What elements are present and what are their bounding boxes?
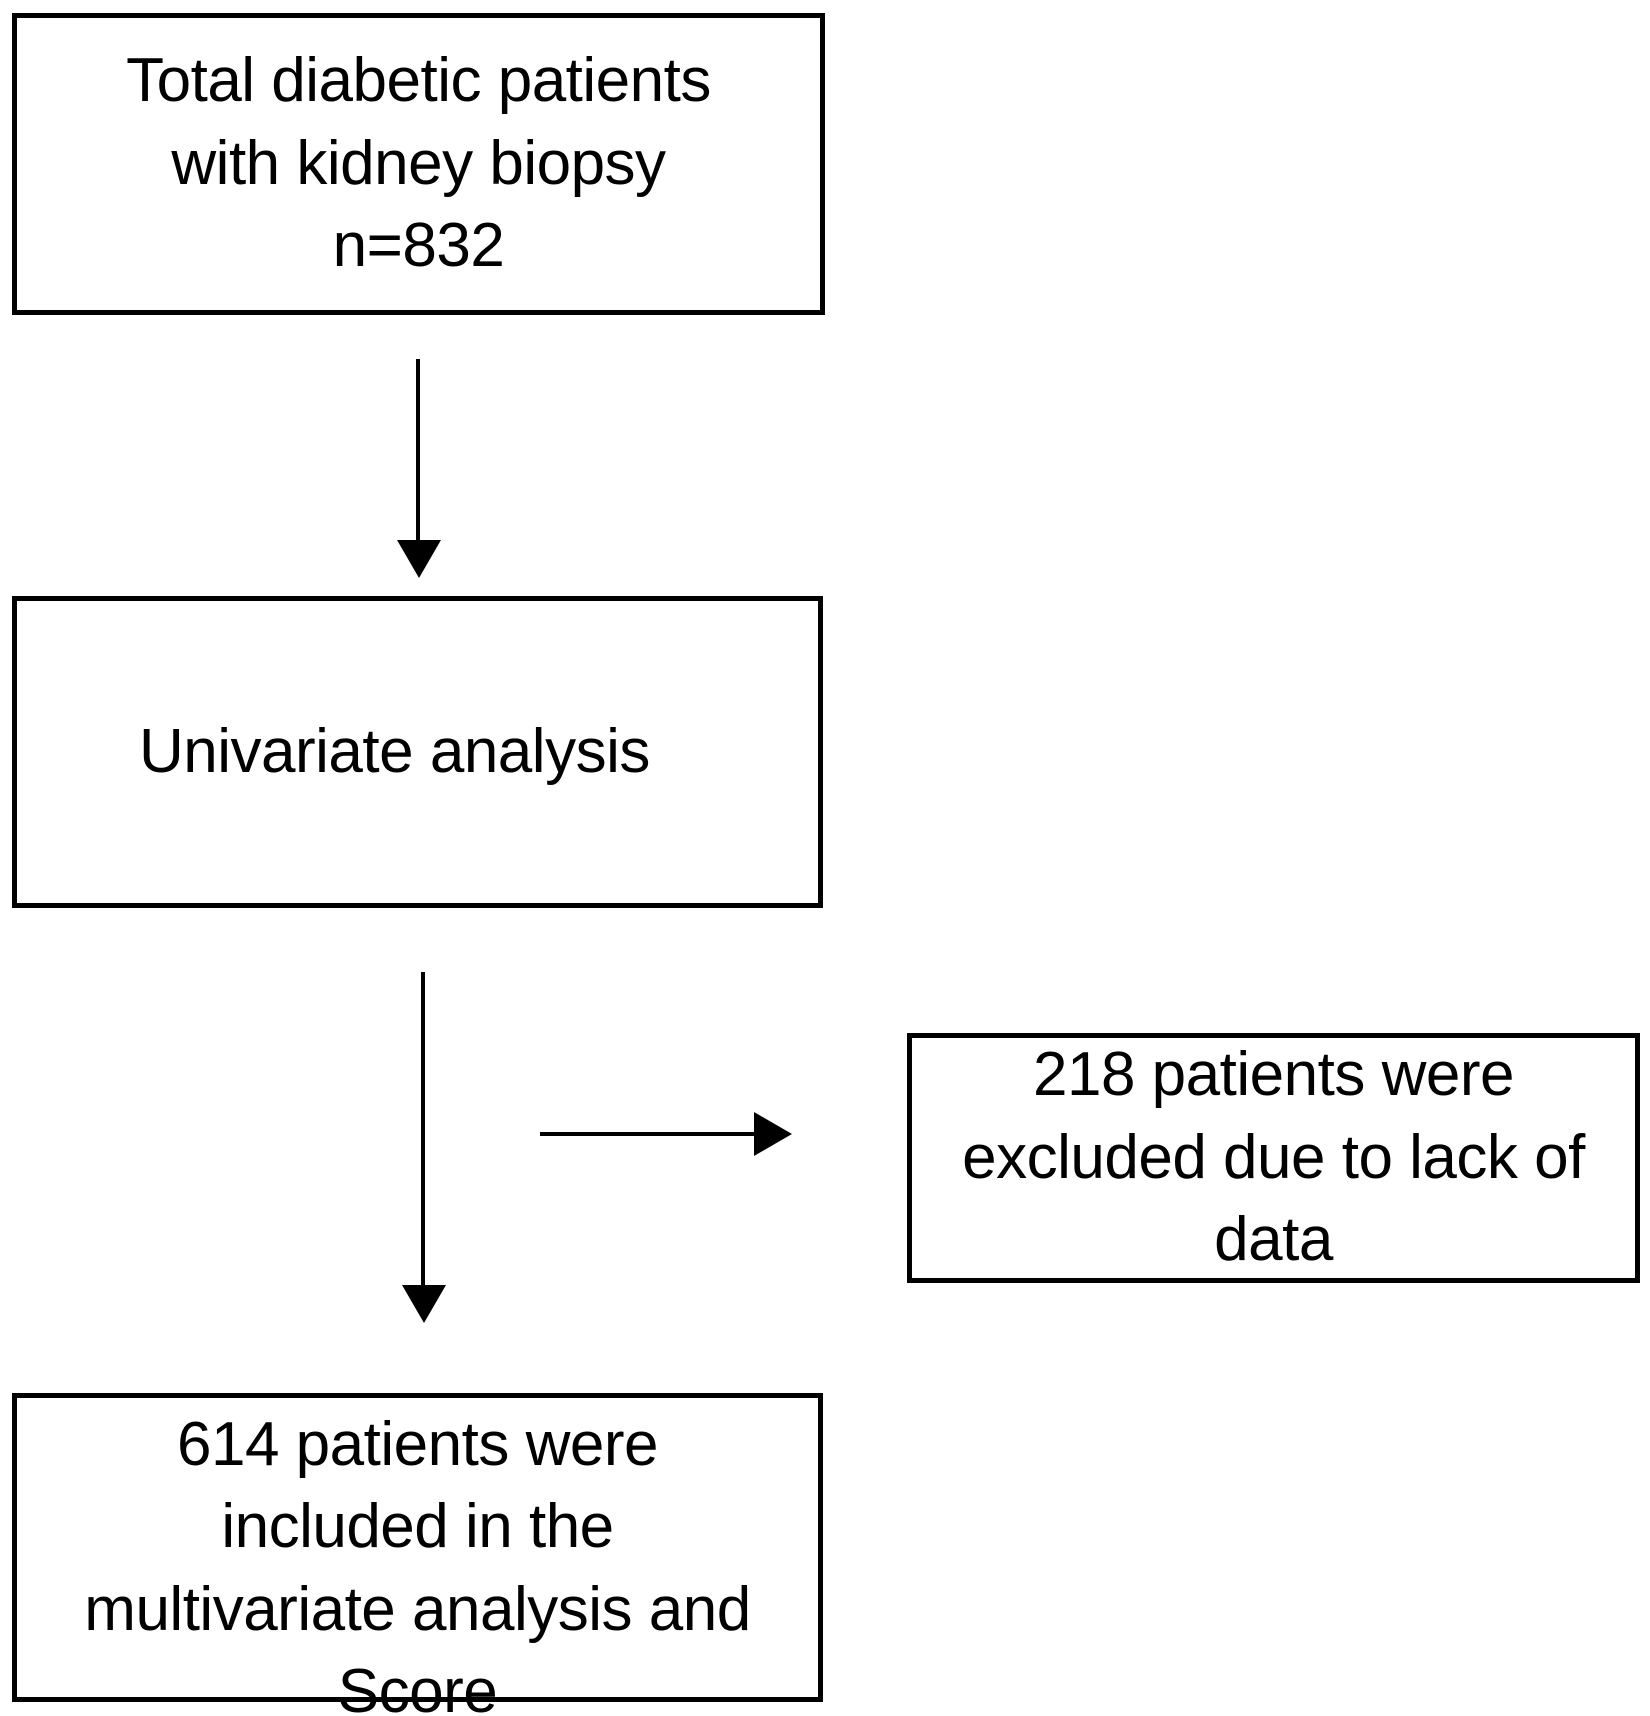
flow-node-total-diabetic-patients: Total diabetic patients with kidney biop… (12, 13, 825, 315)
connector-total-to-univariate-line (416, 359, 420, 544)
flow-node-excluded-label: 218 patients were excluded due to lack o… (962, 1040, 1585, 1275)
flow-node-univariate-label: Univariate analysis (139, 716, 650, 786)
connector-total-to-univariate-arrowhead-icon (397, 540, 441, 578)
flow-node-patients-excluded: 218 patients were excluded due to lack o… (907, 1033, 1640, 1283)
connector-univariate-to-included-line (421, 972, 425, 1297)
connector-univariate-to-included-arrowhead-icon (402, 1285, 446, 1323)
connector-univariate-to-excluded-line (540, 1132, 758, 1136)
flow-node-total-label: Total diabetic patients with kidney biop… (126, 46, 711, 281)
flow-node-patients-included: 614 patients were included in the multiv… (12, 1393, 823, 1716)
flow-node-univariate-analysis: Univariate analysis (12, 596, 823, 908)
connector-univariate-to-excluded-arrowhead-icon (754, 1112, 792, 1156)
flow-node-included-label: 614 patients were included in the multiv… (84, 1410, 751, 1716)
